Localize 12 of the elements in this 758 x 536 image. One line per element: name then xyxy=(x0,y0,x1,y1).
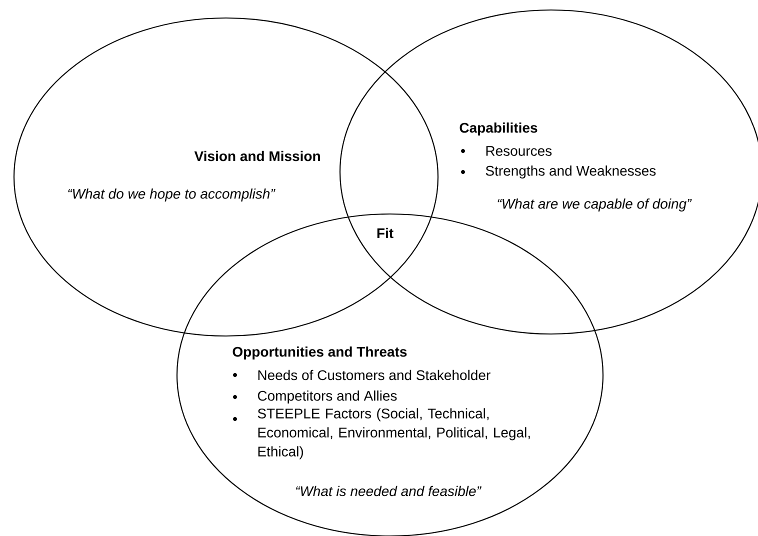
list-item: Resources xyxy=(486,146,552,156)
heading: Capabilities xyxy=(460,122,538,136)
quote-text: “What are we capable of doing” xyxy=(498,198,692,212)
quote-text: “What do we hope to accomplish” xyxy=(68,188,276,202)
heading: Opportunities and Threats xyxy=(232,346,407,360)
heading: Vision and Mission xyxy=(194,150,320,162)
list-item: STEEPLE Factors (Social, Technical, Economical, Environmental, Political, Legal, Ethical) xyxy=(258,408,530,460)
quote-text: “What is needed and feasible” xyxy=(296,486,482,496)
list-item: Needs of Customers and Stakeholder xyxy=(258,370,490,380)
overlap-label: Fit xyxy=(377,228,394,238)
list-item: Strengths and Weaknesses xyxy=(486,165,656,179)
list-item: Competitors and Allies xyxy=(258,390,397,404)
